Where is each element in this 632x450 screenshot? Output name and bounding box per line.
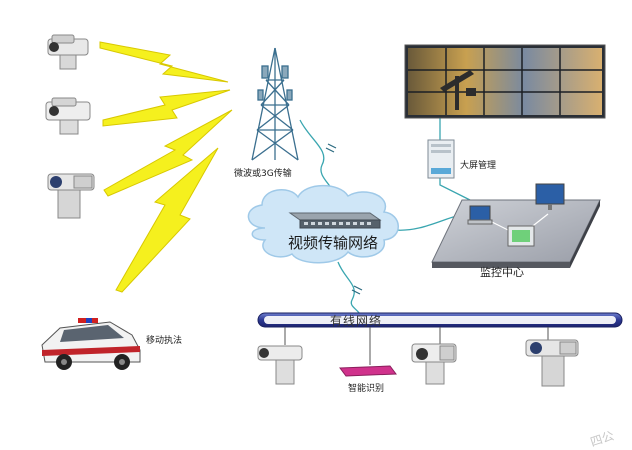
tower-label: 微波或3G传输 [234, 166, 292, 179]
smart-recognition-label: 智能识别 [348, 381, 384, 394]
computer-icon [468, 206, 492, 224]
ptz-camera-icon [46, 98, 90, 134]
network-cloud-label: 视频传输网络 [288, 232, 378, 253]
ptz-camera-icon [48, 174, 94, 218]
ptz-camera-icon [48, 35, 88, 69]
wired-network-pipe [258, 313, 622, 327]
police-car-icon [42, 318, 140, 370]
big-screen-label: 大屏管理 [460, 158, 496, 171]
wireless-links [100, 42, 232, 292]
monitoring-center [432, 184, 600, 268]
radio-tower-icon [252, 48, 298, 160]
ptz-camera-icon [258, 346, 302, 384]
server-icon [428, 140, 454, 178]
ptz-camera-icon [526, 340, 578, 386]
monitor-center-label: 监控中心 [480, 264, 524, 280]
wired-network-label: 有线网络 [330, 312, 382, 329]
ptz-camera-icon [412, 344, 456, 384]
mobile-enforcement-label: 移动执法 [146, 333, 182, 346]
camera-group-left [46, 35, 94, 218]
computer-icon [508, 226, 534, 246]
network-switch-icon [290, 213, 380, 228]
smart-recognition-device-icon [340, 366, 396, 376]
lightning-bolt-icon [103, 90, 230, 126]
lightning-bolt-icon [100, 42, 228, 82]
video-wall-icon [405, 45, 605, 118]
